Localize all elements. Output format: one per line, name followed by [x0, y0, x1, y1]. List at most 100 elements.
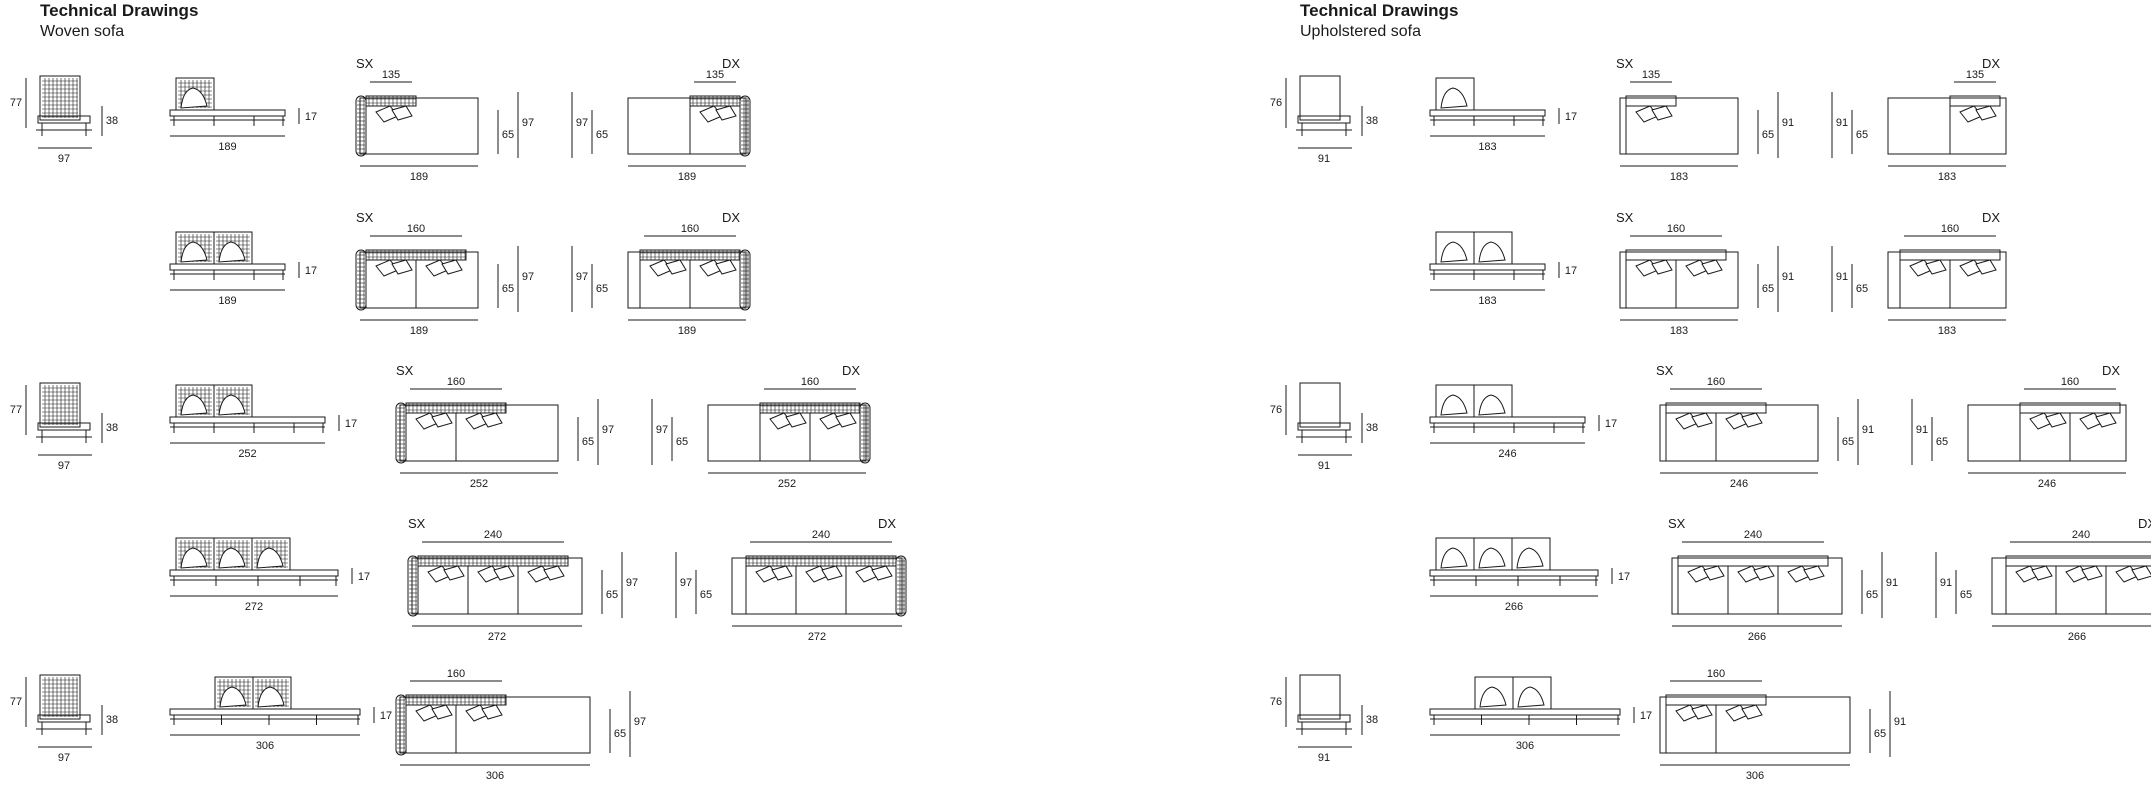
- pillow-shape: [1701, 259, 1723, 275]
- top-width-label: 246: [1730, 478, 1748, 490]
- chair-width-label: 97: [58, 752, 70, 764]
- sofa-outline: [1887, 251, 2007, 309]
- depth-label: 65: [1762, 283, 1774, 295]
- depth-label: 65: [676, 436, 688, 448]
- woven-texture: [42, 385, 78, 425]
- height-label: 97: [680, 577, 692, 589]
- height-label: 97: [626, 577, 638, 589]
- orientation-label-dx: DX: [878, 516, 896, 531]
- sofa-platform: [169, 708, 361, 716]
- top-dimension-label: 240: [2072, 529, 2090, 541]
- top-width-label: 272: [488, 631, 506, 643]
- cushion-shape: [1478, 547, 1506, 569]
- cushion-shape: [180, 241, 208, 263]
- orientation-label-sx: SX: [396, 363, 414, 378]
- chair-height-label: 77: [10, 696, 22, 708]
- cushion-shape: [218, 241, 246, 263]
- orientation-label-sx: SX: [356, 210, 374, 225]
- depth-label: 65: [614, 728, 626, 740]
- platform-height-label: 17: [345, 418, 357, 430]
- sofa-outline: [627, 97, 747, 155]
- upholstered-header: Technical Drawings Upholstered sofa: [1300, 0, 1458, 42]
- top-width-label: 183: [1938, 325, 1956, 337]
- top-width-label: 189: [410, 171, 428, 183]
- orientation-label-sx: SX: [1616, 210, 1634, 225]
- cushion-shape: [1440, 87, 1468, 109]
- pillow-shape: [391, 105, 413, 121]
- top-width-label: 183: [1938, 171, 1956, 183]
- backrest-band: [2005, 555, 2151, 567]
- orientation-label-sx: SX: [1656, 363, 1674, 378]
- cushion-shape: [1479, 686, 1507, 708]
- pillow-shape: [1975, 259, 1997, 275]
- depth-label: 65: [700, 589, 712, 601]
- top-dimension-label: 135: [1966, 69, 1984, 81]
- depth-label: 65: [1874, 728, 1886, 740]
- cushion-shape: [1517, 686, 1545, 708]
- top-dimension-label: 160: [447, 376, 465, 388]
- woven-texture: [406, 695, 506, 705]
- height-label: 91: [1894, 716, 1906, 728]
- pillow-shape: [481, 412, 503, 428]
- woven-texture: [357, 98, 365, 154]
- depth-label: 65: [596, 129, 608, 141]
- cushion-shape: [1516, 547, 1544, 569]
- backrest-band: [1625, 95, 1677, 107]
- top-dimension-label: 160: [801, 376, 819, 388]
- pillow-shape: [1741, 412, 1763, 428]
- woven-texture: [357, 252, 365, 308]
- top-dimension-label: 135: [706, 69, 724, 81]
- side-width-label: 266: [1505, 601, 1523, 613]
- pillow-shape: [431, 412, 453, 428]
- top-dimension-label: 240: [484, 529, 502, 541]
- pillow-shape: [431, 704, 453, 720]
- top-dimension-label: 160: [1941, 223, 1959, 235]
- top-width-label: 272: [808, 631, 826, 643]
- chair-seat-label: 38: [106, 422, 118, 434]
- cushion-shape: [180, 394, 208, 416]
- pillow-shape: [1803, 565, 1825, 581]
- woven-texture: [760, 403, 860, 413]
- side-width-label: 306: [1516, 740, 1534, 752]
- pillow-shape: [1651, 259, 1673, 275]
- orientation-label-sx: SX: [356, 56, 374, 71]
- top-dimension-label: 160: [1707, 668, 1725, 680]
- cushion-shape: [180, 547, 208, 569]
- chair-height-label: 77: [10, 97, 22, 109]
- pillow-shape: [2031, 565, 2053, 581]
- woven-texture: [409, 558, 417, 614]
- depth-label: 65: [596, 283, 608, 295]
- orientation-label-dx: DX: [722, 210, 740, 225]
- chair-seat: [37, 714, 91, 723]
- top-dimension-label: 160: [1667, 223, 1685, 235]
- side-width-label: 252: [238, 448, 256, 460]
- platform-height-label: 17: [1565, 111, 1577, 123]
- sofa-platform: [1429, 708, 1621, 716]
- chair-back: [39, 674, 81, 720]
- chair-seat-label: 38: [106, 115, 118, 127]
- woven-texture: [690, 96, 740, 106]
- armrest-woven: [739, 249, 751, 311]
- cushion-shape: [257, 686, 285, 708]
- orientation-label-dx: DX: [2102, 363, 2120, 378]
- sofa-platform: [169, 263, 286, 271]
- chair-seat: [1297, 714, 1351, 723]
- backrest-band: [1677, 555, 1829, 567]
- sofa-top-view-dx: DX2402666591: [1935, 516, 2151, 643]
- woven-texture: [418, 556, 568, 566]
- pillow-shape: [1691, 704, 1713, 720]
- pillow-shape: [665, 259, 687, 275]
- orientation-label-dx: DX: [722, 56, 740, 71]
